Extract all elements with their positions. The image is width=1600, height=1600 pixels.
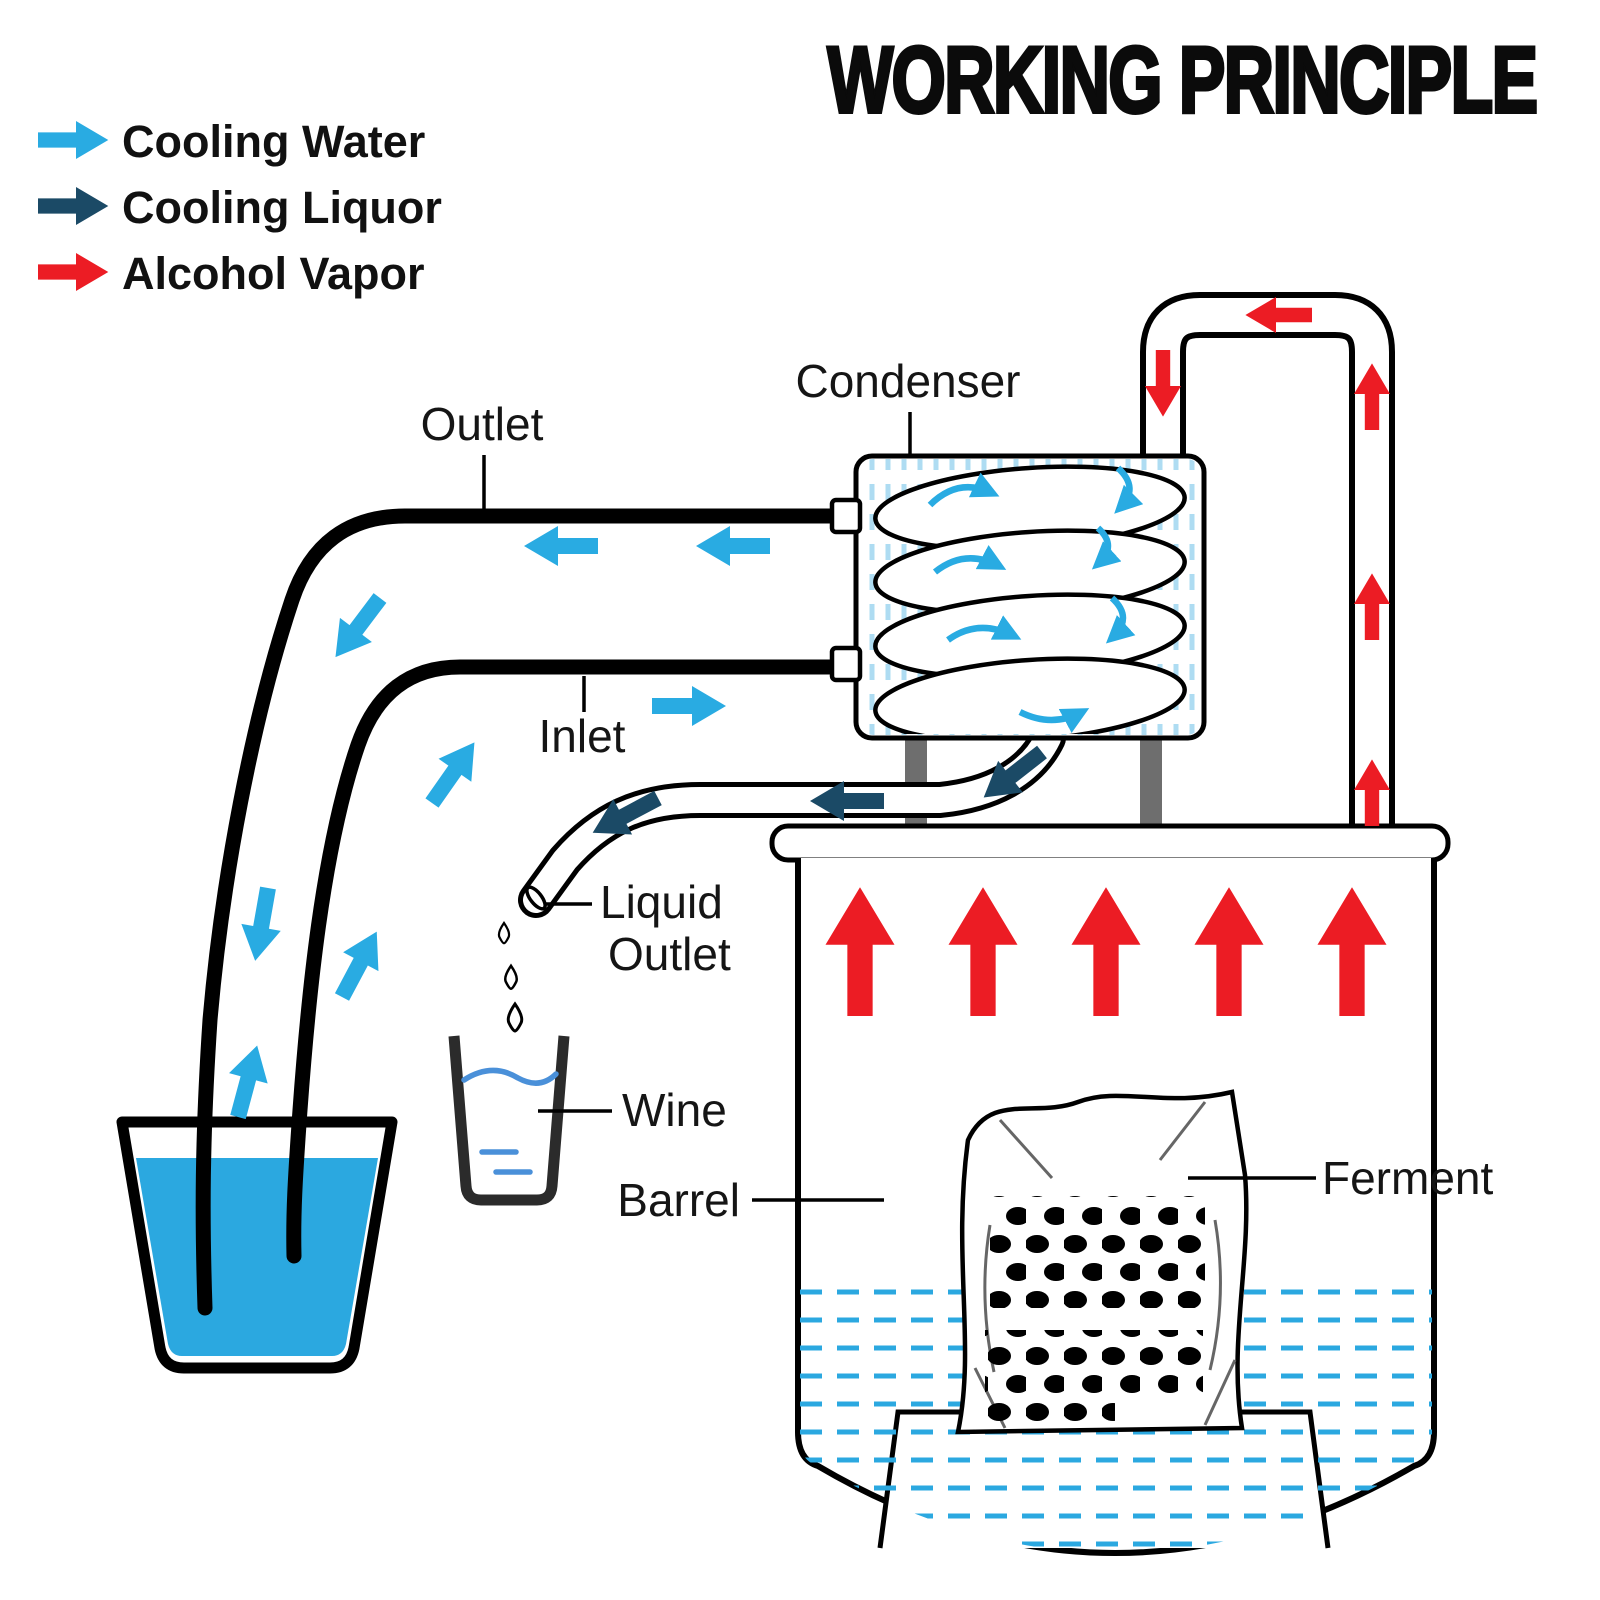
wine-glass (448, 1035, 570, 1206)
cooling-water-arrow (218, 1040, 277, 1123)
spout-opening (525, 885, 547, 911)
label-ferment: Ferment (1322, 1152, 1493, 1204)
drop-icon (503, 964, 519, 991)
legend: Cooling Water Cooling Liquor Alcohol Vap… (38, 116, 442, 299)
glass-water-lines (461, 1067, 559, 1175)
inlet-tube (286, 659, 860, 1264)
label-inlet: Inlet (539, 710, 626, 762)
legend-label-alcohol-vapor: Alcohol Vapor (122, 248, 425, 299)
labels: Condenser Outlet Inlet Liquid Outlet Win… (421, 355, 1494, 1226)
alcohol-vapor-arrow-icon (38, 253, 109, 291)
cooling-water-arrow (319, 585, 396, 670)
legend-label-cooling-water: Cooling Water (122, 116, 425, 167)
label-liquid-outlet-line1: Liquid (600, 876, 723, 928)
ferment-dots (975, 1196, 1205, 1432)
cooling-water-arrow (415, 730, 491, 815)
glass-outline (448, 1035, 570, 1206)
cooling-water-arrow (235, 884, 288, 965)
cooling-water-arrow (524, 526, 598, 566)
page-title: WORKING PRINCIPLE (828, 27, 1537, 133)
condenser-border (853, 453, 1207, 741)
cooling-water-arrow-icon (38, 121, 109, 159)
outlet-tube (195, 508, 860, 1316)
condenser-inlet-nozzle (829, 645, 863, 683)
label-wine: Wine (622, 1084, 727, 1136)
cooling-water-arrow (324, 922, 395, 1007)
drop-icon (497, 921, 511, 945)
cooling-water-tubes (195, 508, 860, 1316)
condenser-coil (873, 464, 1187, 734)
label-condenser: Condenser (795, 355, 1020, 407)
condenser-leg-right (1140, 736, 1162, 832)
cooling-water-arrow (652, 686, 726, 726)
wine-drops (497, 921, 524, 1033)
legend-label-cooling-liquor: Cooling Liquor (122, 182, 442, 233)
bucket-water (136, 1158, 378, 1356)
barrel (769, 823, 1451, 1556)
drop-icon (506, 1002, 524, 1033)
water-bucket (116, 1116, 398, 1374)
barrel-lid (769, 823, 1451, 863)
label-outlet: Outlet (421, 398, 544, 450)
ferment-bag (955, 1089, 1249, 1435)
condenser-outlet-nozzle (829, 497, 863, 535)
cooling-water-arrow (696, 526, 770, 566)
condenser (829, 453, 1207, 741)
cooling-liquor-arrow-icon (38, 187, 109, 225)
label-barrel: Barrel (617, 1174, 740, 1226)
condenser-coil-arrows (927, 465, 1144, 734)
label-liquid-outlet-line2: Outlet (608, 928, 731, 980)
